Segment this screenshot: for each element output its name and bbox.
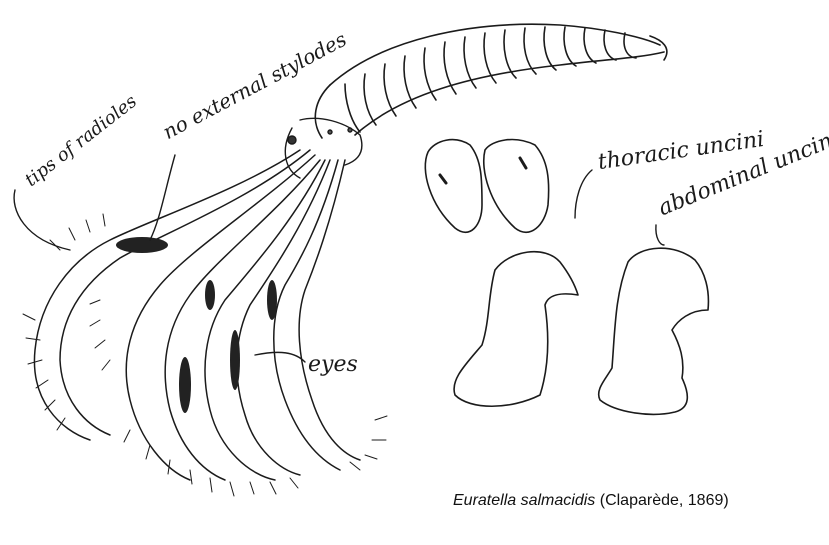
body-segments [315, 24, 667, 138]
caption-species: Euratella salmacidis [453, 492, 595, 509]
label-eyes: eyes [308, 352, 358, 377]
radioles [34, 150, 360, 480]
thoracic-uncini-drawing [425, 140, 548, 233]
abdominal-uncini-drawing [454, 248, 708, 414]
collar [285, 118, 362, 178]
caption-authority: (Claparède, 1869) [600, 492, 729, 509]
figure-caption: Euratella salmacidis (Claparède, 1869) [453, 492, 729, 510]
eye-spots [116, 237, 277, 413]
